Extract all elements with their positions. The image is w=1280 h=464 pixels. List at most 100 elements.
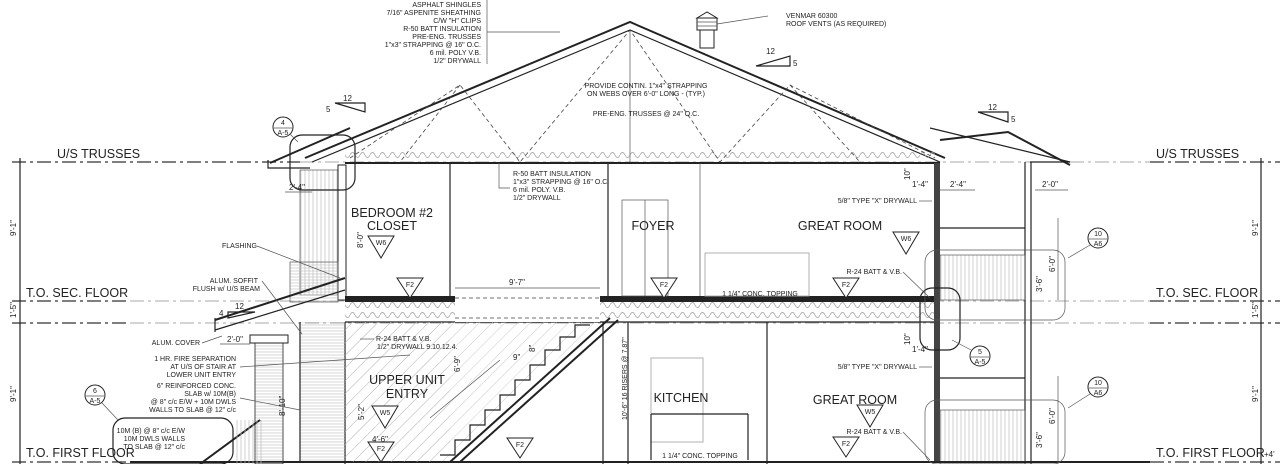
svg-text:R-50 BATT INSULATION: R-50 BATT INSULATION xyxy=(403,26,481,33)
svg-text:1"x3" STRAPPING @ 16" O.C.: 1"x3" STRAPPING @ 16" O.C. xyxy=(513,179,609,186)
detail-callout-10-upper[interactable]: 10 A6 xyxy=(1067,227,1109,259)
svg-text:ON WEBS OVER 6'-0" LONG - (TYP: ON WEBS OVER 6'-0" LONG - (TYP.) xyxy=(587,91,705,98)
room-upper-unit-entry: UPPER UNIT xyxy=(369,373,445,387)
svg-text:A-5: A-5 xyxy=(278,130,289,137)
svg-text:1/2" DRYWALL: 1/2" DRYWALL xyxy=(513,195,561,202)
svg-text:1'-4": 1'-4" xyxy=(912,180,928,189)
room-great-room-lower: GREAT ROOM xyxy=(813,393,897,407)
svg-text:6 mil. POLY. V.B.: 6 mil. POLY. V.B. xyxy=(513,187,565,194)
svg-text:5: 5 xyxy=(978,349,982,356)
wall-tag-w5-great-room: W5 xyxy=(856,404,884,428)
wall-tag-w5-entry: W5 xyxy=(371,405,399,429)
svg-text:2'-4": 2'-4" xyxy=(950,180,966,189)
floor-tag-f2-great-room-lower: F2 xyxy=(832,436,860,458)
svg-text:1 HR. FIRE SEPARATION: 1 HR. FIRE SEPARATION xyxy=(154,356,236,363)
svg-text:F2: F2 xyxy=(842,282,850,289)
detail-callout-5[interactable]: 5 A-5 xyxy=(951,339,991,367)
level-us-trusses-left: U/S TRUSSES xyxy=(57,147,140,161)
svg-text:1"x3" STRAPPING @ 16" O.C.: 1"x3" STRAPPING @ 16" O.C. xyxy=(385,42,481,49)
svg-text:F2: F2 xyxy=(516,442,524,449)
roof-vent-icon xyxy=(695,11,719,49)
svg-text:+4': +4' xyxy=(1264,450,1275,459)
svg-text:3'-6": 3'-6" xyxy=(1035,432,1044,448)
floor-tag-f2-entry: F2 xyxy=(367,441,395,463)
svg-text:10: 10 xyxy=(1094,380,1102,387)
svg-text:9'-7": 9'-7" xyxy=(509,278,525,287)
level-labels: U/S TRUSSES U/S TRUSSES T.O. SEC. FLOOR … xyxy=(9,147,1275,460)
detail-callout-6[interactable]: 6 A-5 xyxy=(84,384,119,421)
wall-tag-w6-bedroom: W6 xyxy=(367,235,395,259)
svg-text:10: 10 xyxy=(1094,231,1102,238)
svg-text:1'-4": 1'-4" xyxy=(912,345,928,354)
svg-text:R-24 BATT & V.B.: R-24 BATT & V.B. xyxy=(376,336,432,343)
svg-text:1/2" DRYWALL 9.10.12.4.: 1/2" DRYWALL 9.10.12.4. xyxy=(377,344,457,351)
svg-text:4: 4 xyxy=(281,120,285,127)
floor-tag-f2-foyer: F2 xyxy=(650,277,678,299)
level-sec-floor-left: T.O. SEC. FLOOR xyxy=(26,286,128,300)
svg-text:10M DWLS WALLS: 10M DWLS WALLS xyxy=(124,436,186,443)
svg-text:@ 8" c/c E/W + 10M DWLS: @ 8" c/c E/W + 10M DWLS xyxy=(151,399,237,406)
detail-callout-4[interactable]: 4 A-5 xyxy=(272,116,299,143)
svg-text:7/16" ASPENITE SHEATHING: 7/16" ASPENITE SHEATHING xyxy=(386,10,481,17)
svg-text:5/8" TYPE "X" DRYWALL: 5/8" TYPE "X" DRYWALL xyxy=(838,364,917,371)
svg-text:1/2" DRYWALL: 1/2" DRYWALL xyxy=(433,58,481,65)
svg-text:A-5: A-5 xyxy=(975,359,986,366)
svg-text:C/W "H" CLIPS: C/W "H" CLIPS xyxy=(433,18,481,25)
svg-text:WALLS TO SLAB @ 12" c/c: WALLS TO SLAB @ 12" c/c xyxy=(149,407,236,414)
level-sec-floor-right: T.O. SEC. FLOOR xyxy=(1156,286,1258,300)
svg-text:F2: F2 xyxy=(406,282,414,289)
pitch-labels: 12 5 12 5 12 5 12 4 xyxy=(219,47,1016,318)
svg-text:2'-0": 2'-0" xyxy=(227,335,243,344)
svg-text:VENMAR 60300: VENMAR 60300 xyxy=(786,13,837,20)
svg-text:9": 9" xyxy=(513,353,520,362)
svg-text:4'-6": 4'-6" xyxy=(372,435,388,444)
svg-text:12: 12 xyxy=(988,103,997,112)
assembly-tags: W6 F2 F2 F2 W6 W5 F2 F2 W5 F2 xyxy=(367,231,920,463)
svg-text:3'-6": 3'-6" xyxy=(1035,276,1044,292)
svg-text:R-50 BATT INSULATION: R-50 BATT INSULATION xyxy=(513,171,591,178)
interior-notes: R-24 BATT & V.B. 1/2" DRYWALL 9.10.12.4.… xyxy=(360,198,932,461)
svg-text:R-24 BATT & V.B.: R-24 BATT & V.B. xyxy=(846,429,902,436)
svg-text:PRE-ENG. TRUSSES: PRE-ENG. TRUSSES xyxy=(412,34,481,41)
ceiling-note: R-50 BATT INSULATION 1"x3" STRAPPING @ 1… xyxy=(498,163,609,202)
svg-text:PROVIDE CONTIN. 1"x4" STRAPPIN: PROVIDE CONTIN. 1"x4" STRAPPING xyxy=(585,83,708,90)
structure xyxy=(112,134,1150,464)
room-bedroom-closet: BEDROOM #2 xyxy=(351,206,433,220)
floor-tag-f2-great-room-upper: F2 xyxy=(832,277,860,299)
room-foyer: FOYER xyxy=(631,219,674,233)
svg-text:A6: A6 xyxy=(1094,390,1103,397)
detail-callout-10-lower[interactable]: 10 A6 xyxy=(1067,376,1109,409)
svg-text:6'-0": 6'-0" xyxy=(1048,408,1057,424)
wall-tag-w6-great-room: W6 xyxy=(892,231,920,255)
svg-text:SLAB w/ 10M(B): SLAB w/ 10M(B) xyxy=(184,391,236,398)
svg-text:W6: W6 xyxy=(376,240,387,247)
svg-text:8'-0": 8'-0" xyxy=(356,232,365,248)
svg-text:8": 8" xyxy=(528,345,537,352)
svg-text:1'-5": 1'-5" xyxy=(1251,302,1260,318)
svg-text:5'-2": 5'-2" xyxy=(357,404,366,420)
floor-tag-f2-bedroom: F2 xyxy=(396,277,424,299)
svg-text:9'-1": 9'-1" xyxy=(9,220,18,236)
vent-note: VENMAR 60300 ROOF VENTS (AS REQUIRED) xyxy=(786,13,886,28)
svg-text:9'-1": 9'-1" xyxy=(1251,220,1260,236)
svg-text:F2: F2 xyxy=(377,446,385,453)
floor-tag-f2-stair: F2 xyxy=(506,437,534,459)
svg-text:TO SLAB @ 12" c/c: TO SLAB @ 12" c/c xyxy=(123,444,185,451)
svg-text:A6: A6 xyxy=(1094,241,1103,248)
svg-text:R-24 BATT & V.B.: R-24 BATT & V.B. xyxy=(846,269,902,276)
svg-text:AT U/S OF STAIR AT: AT U/S OF STAIR AT xyxy=(170,364,236,371)
svg-text:6: 6 xyxy=(93,388,97,395)
roof xyxy=(227,0,1071,319)
svg-text:FLASHING: FLASHING xyxy=(222,243,257,250)
svg-text:10": 10" xyxy=(903,333,912,345)
svg-text:6 mil. POLY V.B.: 6 mil. POLY V.B. xyxy=(430,50,481,57)
svg-text:5: 5 xyxy=(1011,115,1016,124)
svg-text:1 1/4" CONC. TOPPING: 1 1/4" CONC. TOPPING xyxy=(662,453,738,460)
svg-text:W6: W6 xyxy=(901,236,912,243)
svg-text:4: 4 xyxy=(219,309,224,318)
room-labels: BEDROOM #2 CLOSET FOYER GREAT ROOM UPPER… xyxy=(351,206,897,407)
svg-text:9'-1": 9'-1" xyxy=(1251,386,1260,402)
svg-text:12: 12 xyxy=(235,302,244,311)
svg-text:6'-9": 6'-9" xyxy=(453,356,462,372)
